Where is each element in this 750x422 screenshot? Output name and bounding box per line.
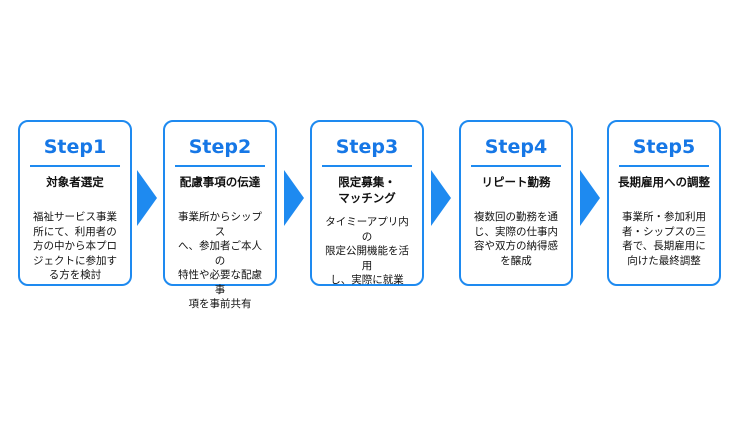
step-card-2: Step2 配慮事項の伝達 事業所からシップス へ、参加者ご本人の 特性や必要な… — [163, 120, 277, 310]
title-divider — [471, 165, 561, 167]
step-name: リピート勤務 — [481, 175, 551, 189]
arrow-right-icon — [137, 170, 157, 226]
arrow-right-icon — [431, 170, 451, 226]
step-title: Step5 — [632, 136, 696, 158]
step-title: Step4 — [484, 136, 548, 158]
step-name: 長期雇用への調整 — [618, 175, 710, 189]
step-description: 複数回の勤務を通 じ、実際の仕事内 容や双方の納得感 を醸成 — [474, 211, 558, 267]
step-description: 福祉サービス事業 所にて、利用者の 方の中から本プロ ジェクトに参加す る方を検… — [33, 211, 117, 281]
title-divider — [619, 165, 709, 167]
step-name: 配慮事項の伝達 — [179, 175, 261, 189]
title-divider — [322, 165, 412, 167]
step-card-4: Step4 リピート勤務 複数回の勤務を通 じ、実際の仕事内 容や双方の納得感 … — [459, 120, 573, 286]
arrow-right-icon — [284, 170, 304, 226]
step-name: 対象者選定 — [46, 175, 104, 189]
step-card-3: Step3 限定募集・ マッチング タイミーアプリ内の 限定公開機能を活用 し、… — [310, 120, 424, 286]
step-description: 事業所・参加利用 者・シップスの三 者で、長期雇用に 向けた最終調整 — [622, 211, 706, 267]
step-card-1: Step1 対象者選定 福祉サービス事業 所にて、利用者の 方の中から本プロ ジ… — [18, 120, 132, 286]
step-title: Step1 — [43, 136, 107, 158]
step-description: 事業所からシップス へ、参加者ご本人の 特性や必要な配慮事 項を事前共有 — [178, 211, 262, 310]
arrow-right-icon — [580, 170, 600, 226]
step-name: 限定募集・ マッチング — [338, 175, 396, 205]
step-description: タイミーアプリ内の 限定公開機能を活用 し、実際に就業 — [325, 216, 409, 286]
title-divider — [30, 165, 120, 167]
step-title: Step3 — [335, 136, 399, 158]
step-title: Step2 — [188, 136, 252, 158]
step-card-5: Step5 長期雇用への調整 事業所・参加利用 者・シップスの三 者で、長期雇用… — [607, 120, 721, 286]
title-divider — [175, 165, 265, 167]
